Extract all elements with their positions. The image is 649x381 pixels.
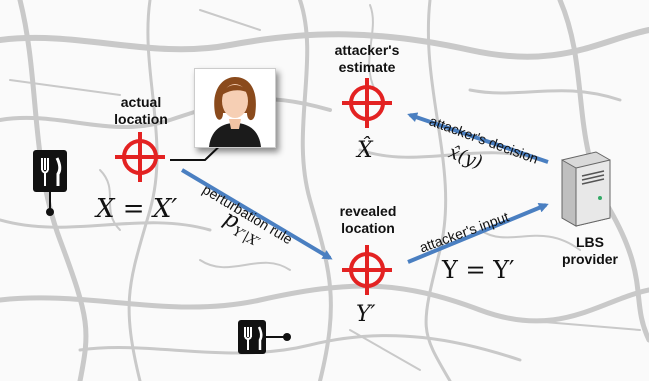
estimate-target-icon [342, 78, 392, 128]
perturbation-arrow [180, 168, 333, 260]
y-equals-yprime: Y = Y′ [442, 256, 515, 284]
attackers-estimate-label: attacker's estimate [334, 42, 400, 75]
attackers-input-arrow [407, 203, 549, 264]
server-icon [552, 148, 616, 228]
y-prime: Y′ [356, 302, 376, 327]
x-hat: X̂ [357, 138, 373, 163]
lbs-provider-label: LBS provider [561, 234, 618, 267]
attackers-decision-arrow [407, 112, 549, 164]
actual-location-label: actual location [114, 94, 168, 127]
restaurant-icon [238, 320, 291, 354]
restaurant-icon [33, 150, 67, 216]
actual-location-target-icon [115, 132, 165, 182]
x-equals-xprime: X = X′ [96, 194, 178, 224]
revealed-location-target-icon [342, 245, 392, 295]
person-icon [194, 68, 276, 148]
revealed-location-label: revealed location [339, 203, 397, 236]
